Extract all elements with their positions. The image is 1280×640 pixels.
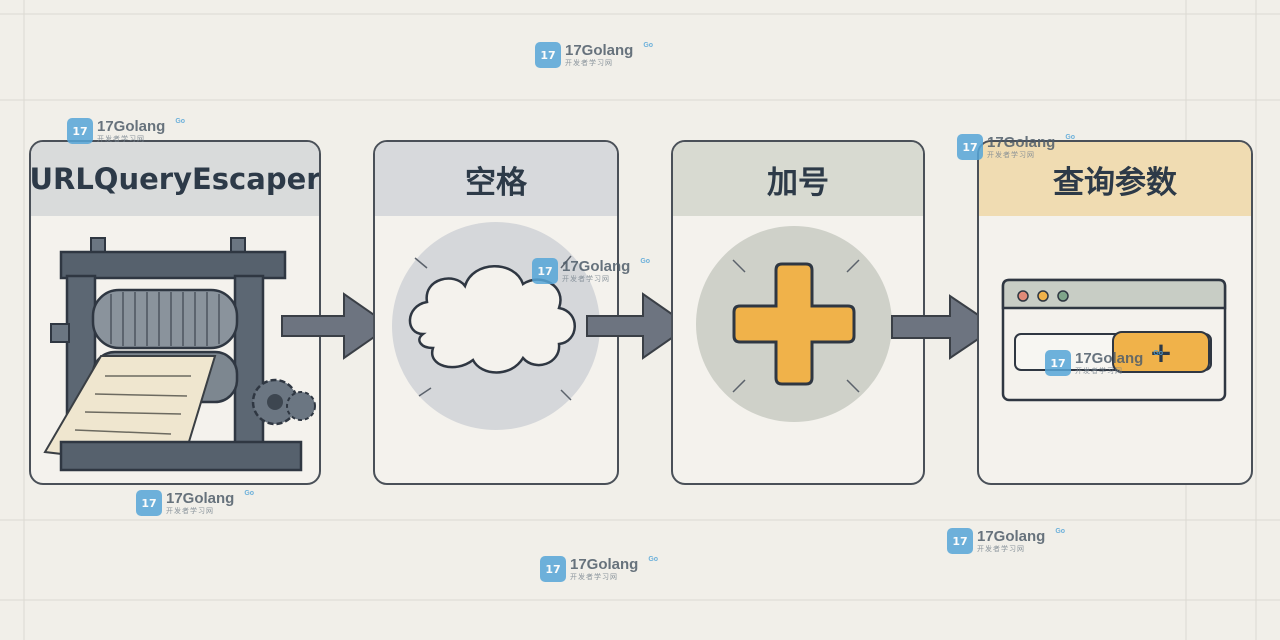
plus-icon xyxy=(696,226,892,422)
arrow-3 xyxy=(891,294,998,360)
escaper-title: URLQueryEscaper xyxy=(31,142,319,216)
watermark-logo: 17 xyxy=(540,556,566,582)
space-panel: 空格 xyxy=(373,140,619,485)
rolling-mill-icon xyxy=(43,237,316,472)
plus-title: 加号 xyxy=(673,142,923,216)
watermark-logo: 17 xyxy=(1045,350,1071,376)
arrow-2 xyxy=(586,292,691,360)
browser-plus-button: + xyxy=(1149,335,1173,369)
space-title: 空格 xyxy=(375,142,617,216)
watermark-logo: 17 xyxy=(532,258,558,284)
query-panel: 查询参数 + xyxy=(977,140,1253,485)
escaper-panel: URLQueryEscaper xyxy=(29,140,321,485)
watermark-logo: 17 xyxy=(67,118,93,144)
watermark-logo: 17 xyxy=(136,490,162,516)
query-title: 查询参数 xyxy=(979,142,1251,216)
watermark-logo: 17 xyxy=(947,528,973,554)
plus-panel: 加号 xyxy=(671,140,925,485)
watermark-logo: 17 xyxy=(535,42,561,68)
cloud-icon xyxy=(392,222,600,430)
watermark-logo: 17 xyxy=(957,134,983,160)
arrow-1 xyxy=(281,292,392,360)
